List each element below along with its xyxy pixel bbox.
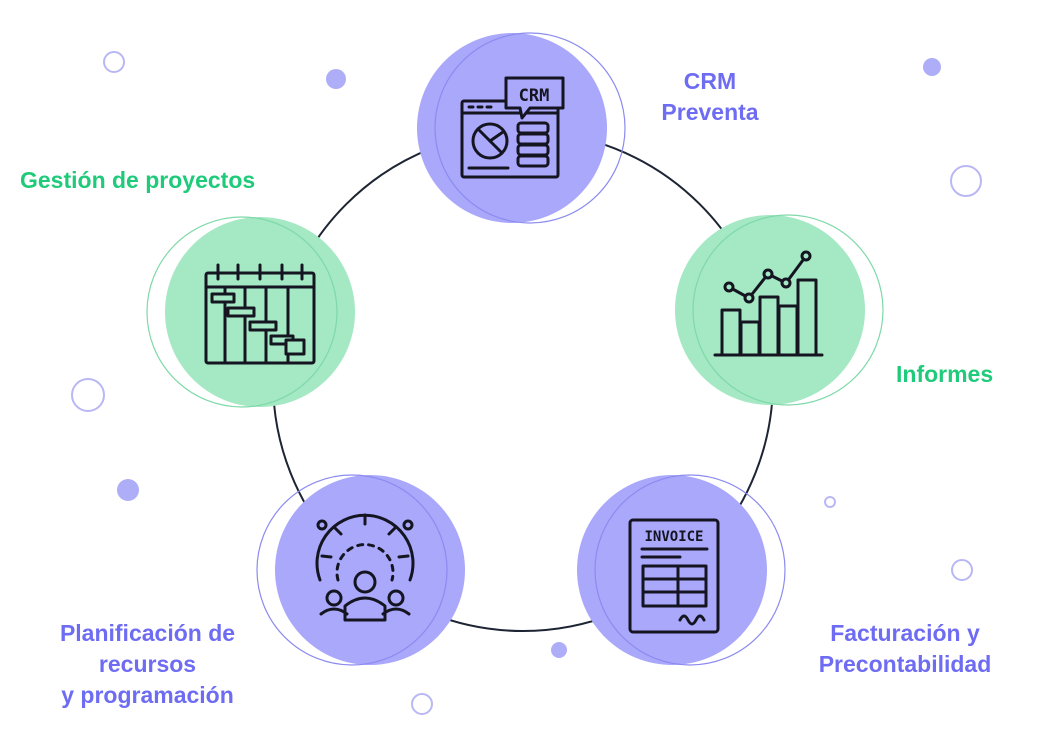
decor-dot bbox=[824, 496, 836, 508]
node-fill bbox=[417, 33, 607, 223]
crm-icon-text: CRM bbox=[519, 86, 550, 106]
label-line: recursos bbox=[98, 651, 197, 677]
decor-dots bbox=[71, 51, 982, 715]
decor-dot bbox=[117, 479, 139, 501]
gantt-calendar-icon bbox=[204, 263, 316, 365]
node-outline bbox=[256, 474, 448, 666]
node-fill bbox=[275, 475, 465, 665]
gear-team-icon bbox=[315, 513, 415, 622]
bar-chart-trend-icon bbox=[713, 250, 824, 357]
label-informes: Informes bbox=[896, 359, 993, 390]
node-outline bbox=[594, 474, 786, 666]
label-line: Precontabilidad bbox=[818, 651, 992, 677]
node-crm: CRM bbox=[417, 32, 626, 224]
node-fill bbox=[577, 475, 767, 665]
label-proyectos: Gestión de proyectos bbox=[20, 165, 255, 196]
decor-dot bbox=[923, 58, 941, 76]
node-outline bbox=[434, 32, 626, 224]
label-line: Planificación de bbox=[59, 620, 236, 646]
decor-dot bbox=[326, 69, 346, 89]
invoice-icon-text: INVOICE bbox=[644, 529, 703, 545]
node-proyectos bbox=[146, 216, 355, 408]
decor-dot bbox=[411, 693, 433, 715]
node-informes bbox=[675, 214, 884, 406]
label-line: Gestión de proyectos bbox=[20, 167, 256, 193]
node-outline bbox=[692, 214, 884, 406]
label-line: CRM bbox=[683, 68, 737, 94]
label-line: Facturación y bbox=[830, 620, 980, 646]
node-outline bbox=[146, 216, 338, 408]
crm-window-icon bbox=[460, 76, 565, 179]
invoice-icon bbox=[628, 518, 720, 634]
label-crm: CRM Preventa bbox=[640, 66, 780, 128]
node-fill bbox=[165, 217, 355, 407]
node-facturacion: INVOICE bbox=[577, 474, 786, 666]
label-line: Preventa bbox=[661, 99, 759, 125]
label-line: y programación bbox=[61, 682, 234, 708]
label-facturacion: Facturación y Precontabilidad bbox=[790, 618, 1020, 680]
decor-dot bbox=[103, 51, 125, 73]
node-planificacion bbox=[256, 474, 465, 666]
label-planificacion: Planificación de recursos y programación bbox=[30, 618, 265, 711]
decor-dot bbox=[951, 559, 973, 581]
decor-dot bbox=[950, 165, 982, 197]
node-fill bbox=[675, 215, 865, 405]
label-line: Informes bbox=[896, 361, 994, 387]
decor-dot bbox=[551, 642, 567, 658]
decor-dot bbox=[71, 378, 105, 412]
